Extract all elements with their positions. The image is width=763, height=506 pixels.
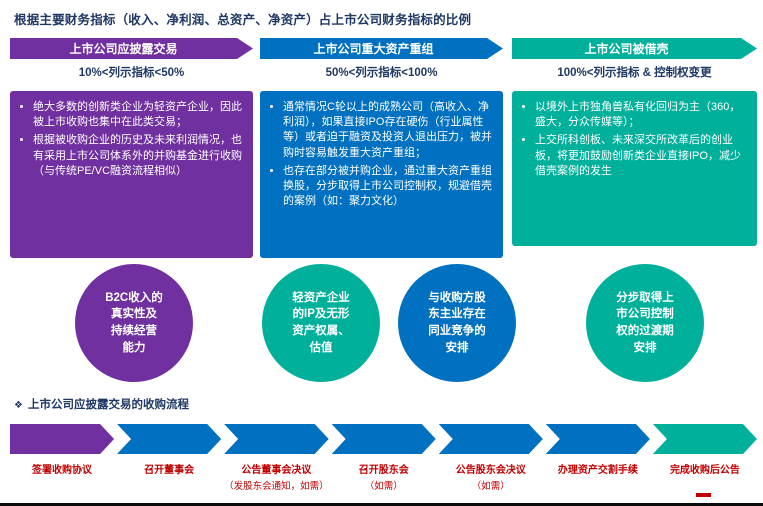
bullet-item: 也存在部分被并购企业，通过重大资产重组换股，分步取得上市公司控制权，规避借壳的案… [283,164,493,210]
step-label: 办理资产交割手续 [557,465,638,476]
page-title: 根据主要财务指标（收入、净利润、总资产、净资产）占上市公司财务指标的比例 [14,13,472,27]
bullet-list: 通常情况C轮以上的成熟公司（高收入、净利润），如果直接IPO存在硬伤（行业属性等… [268,100,493,209]
bullet-item: 以境外上市独角兽私有化回归为主（360，盛大，分众传媒等）； [535,100,747,130]
info-box-disclosure: 绝大多数的创新类企业为轻资产企业，因此被上市收购也集中在此类交易； 根据被收购企… [10,91,253,258]
banner-label: 上市公司重大资产重组 [313,42,434,56]
chevron-arrow-icon [224,424,329,454]
bullet-item: 上交所科创板、未来深交所改革后的创业板，将更加鼓励创新类企业直接IPO，减少借壳… [535,133,747,179]
bullet-item: 根据被收购企业的历史及未来利润情况，也有采用上市公司体系外的并购基金进行收购（与… [33,133,243,179]
step-label: 公告董事会决议 [241,465,312,476]
banner-arrow-restructuring: 上市公司重大资产重组 [260,38,503,59]
bullet-list: 以境外上市独角兽私有化回归为主（360，盛大，分众传媒等）； 上交所科创板、未来… [520,100,747,179]
bullet-item: 绝大多数的创新类企业为轻资产企业，因此被上市收购也集中在此类交易； [33,100,243,130]
banner-label: 上市公司应披露交易 [69,42,178,56]
process-step: 办理资产交割手续 [546,424,650,492]
key-issue-circle-transition: 分步取得上 市公司控制 权的过渡期 安排 [586,264,704,382]
process-step: 签署收购协议 [10,424,114,492]
process-heading: ❖ 上市公司应披露交易的收购流程 [14,396,189,412]
acquisition-process-flow: 签署收购协议 召开董事会 公告董事会决议 （发股东会通知，如需） 召开股东会 （… [10,424,757,492]
process-step: 召开股东会 （如需） [332,424,436,492]
column-major-asset-restructuring: 上市公司重大资产重组 50%<列示指标<100% 通常情况C轮以上的成熟公司（高… [260,38,503,258]
step-label: 公告股东会决议 [455,465,526,476]
bottom-border [0,503,763,506]
criteria-label: 10%<列示指标<50% [78,67,185,79]
key-issue-circle-b2c-revenue: B2C收入的 真实性及 持续经营 能力 [75,264,193,382]
process-step: 完成收购后公告 [653,424,757,492]
process-step: 公告董事会决议 （发股东会通知，如需） [224,424,329,492]
step-sublabel: （如需） [471,481,510,492]
process-heading-label: 上市公司应披露交易的收购流程 [27,399,189,411]
chevron-arrow-icon [439,424,543,454]
bullet-item: 通常情况C轮以上的成熟公司（高收入、净利润），如果直接IPO存在硬伤（行业属性等… [283,100,493,161]
info-box-backdoor: 以境外上市独角兽私有化回归为主（360，盛大，分众传媒等）； 上交所科创板、未来… [512,91,757,246]
criteria-label: 100%<列示指标 & 控制权变更 [557,67,712,79]
key-issue-circle-competition: 与收购方股 东主业存在 同业竞争的 安排 [398,264,516,382]
step-label: 召开股东会 [358,465,409,476]
chevron-arrow-icon [653,424,757,454]
banner-label: 上市公司被借壳 [584,42,669,56]
diamond-icon: ❖ [14,400,23,411]
step-sublabel: （发股东会通知，如需） [224,481,329,492]
chevron-arrow-icon [546,424,650,454]
banner-arrow-backdoor: 上市公司被借壳 [512,38,757,59]
step-sublabel: （如需） [364,481,403,492]
chevron-arrow-icon [332,424,436,454]
chevron-arrow-icon [10,424,114,454]
banner-arrow-disclosure: 上市公司应披露交易 [10,38,253,59]
info-box-restructuring: 通常情况C轮以上的成熟公司（高收入、净利润），如果直接IPO存在硬伤（行业属性等… [260,91,503,258]
logo-mark [696,493,711,497]
bullet-list: 绝大多数的创新类企业为轻资产企业，因此被上市收购也集中在此类交易； 根据被收购企… [18,100,243,179]
process-step: 召开董事会 [117,424,221,492]
step-label: 完成收购后公告 [669,465,740,476]
step-label: 召开董事会 [144,465,195,476]
process-step: 公告股东会决议 （如需） [439,424,543,492]
chevron-arrow-icon [117,424,221,454]
column-disclosure-transaction: 上市公司应披露交易 10%<列示指标<50% 绝大多数的创新类企业为轻资产企业，… [10,38,253,258]
column-backdoor-listing: 上市公司被借壳 100%<列示指标 & 控制权变更 以境外上市独角兽私有化回归为… [512,38,757,246]
key-issue-circle-ip-valuation: 轻资产企业 的IP及无形 资产权属、 估值 [262,264,380,382]
step-label: 签署收购协议 [32,465,93,476]
criteria-label: 50%<列示指标<100% [325,67,438,79]
